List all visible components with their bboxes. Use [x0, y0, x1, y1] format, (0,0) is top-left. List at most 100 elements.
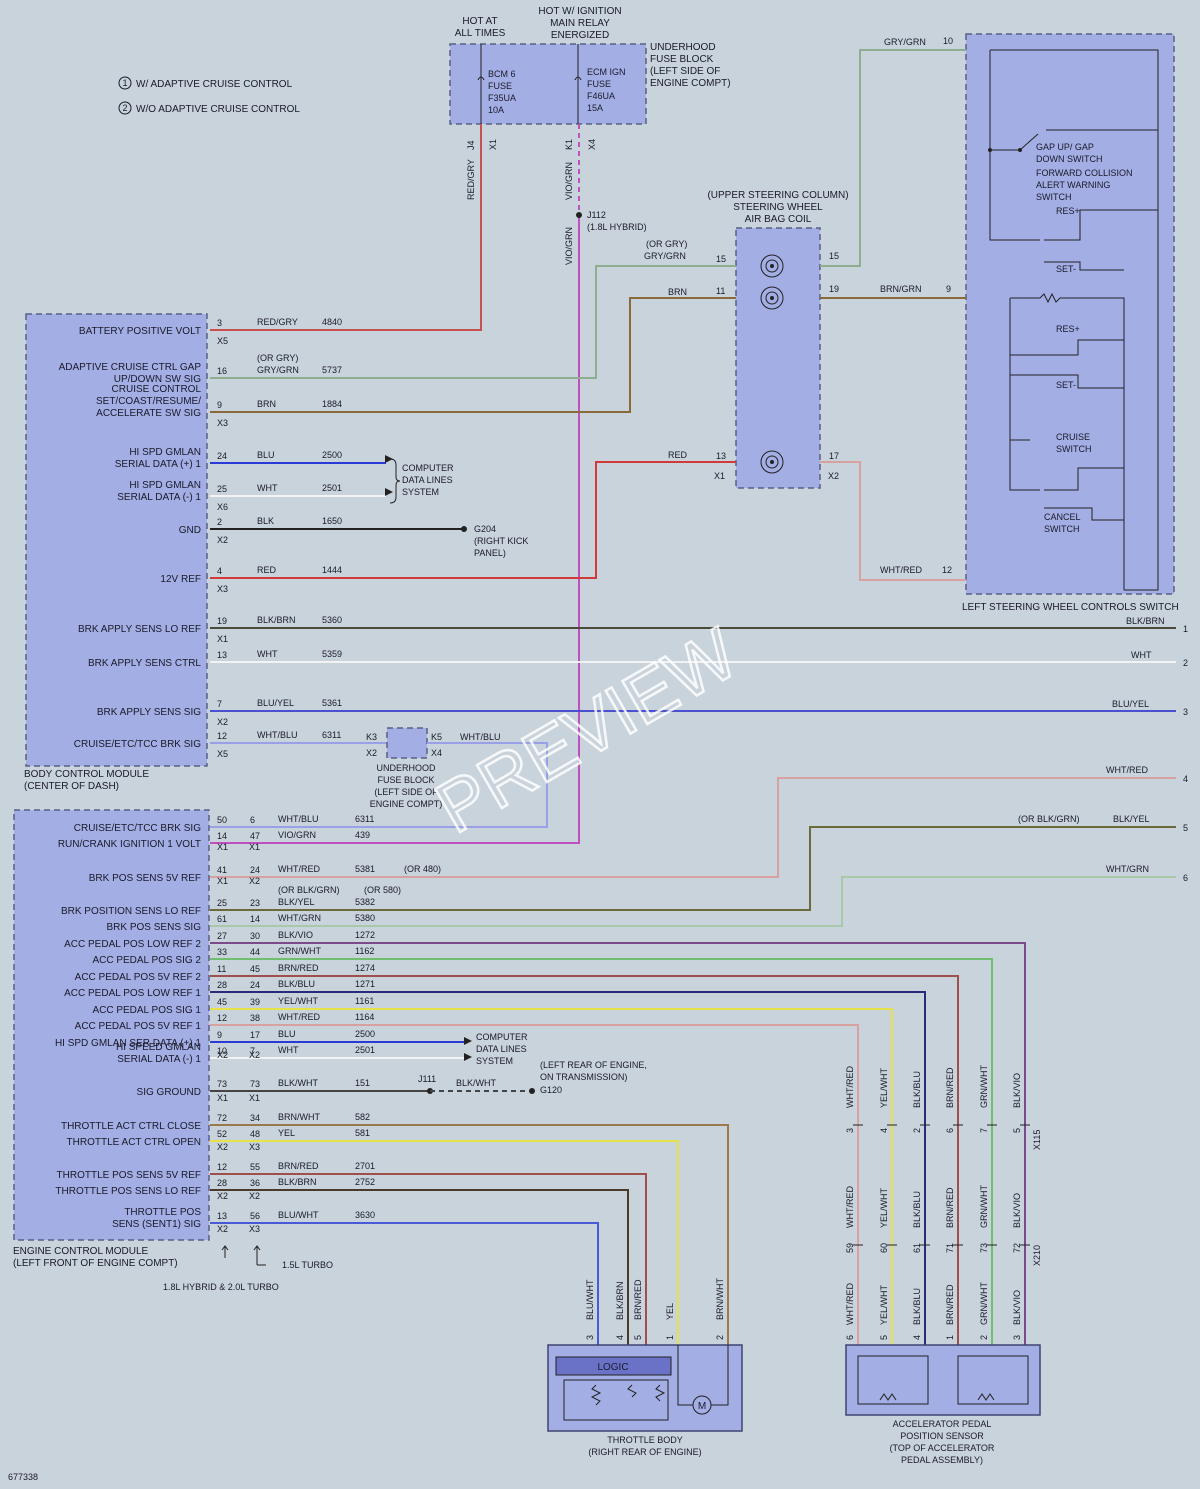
- hot-at-label-1: HOT AT: [462, 16, 497, 27]
- pin-label: X1: [488, 139, 498, 150]
- circuit-label: 2500: [322, 450, 342, 460]
- ecm-signal-name: ACC PEDAL POS LOW REF 1: [64, 988, 201, 999]
- conn-label: X1: [217, 842, 228, 852]
- pin-label: 6: [945, 1128, 955, 1133]
- switch-label: CRUISE: [1056, 432, 1090, 442]
- conn-label: X3: [217, 418, 228, 428]
- conn-label: X1: [249, 842, 260, 852]
- wire-color-label: WHT/RED: [845, 1066, 855, 1108]
- motor-label: M: [698, 1401, 706, 1412]
- pin-label: 14: [250, 914, 260, 924]
- data-lines-label: SYSTEM: [476, 1056, 513, 1066]
- ground-label: G120: [540, 1085, 562, 1095]
- wire-label: BRN: [668, 287, 687, 297]
- pin-label: 9: [946, 284, 951, 294]
- conn-label: X2: [249, 876, 260, 886]
- circuit-label: 1271: [355, 979, 375, 989]
- wire-color-label: BRN/RED: [945, 1187, 955, 1228]
- ground-icon: [461, 526, 467, 532]
- wire-color-label: WHT/RED: [278, 1012, 320, 1022]
- pin-label: 24: [217, 451, 227, 461]
- pin-label: 6: [845, 1335, 855, 1340]
- pin-label: 10: [217, 1046, 227, 1056]
- pin-label: 9: [217, 1030, 222, 1040]
- conn-label: X115: [1032, 1130, 1042, 1150]
- splice-label: J112: [587, 210, 606, 220]
- note-1: W/ ADAPTIVE CRUISE CONTROL: [136, 79, 293, 90]
- connector-mark: [887, 1124, 897, 1246]
- circuit-alt-label: (OR 480): [404, 864, 441, 874]
- fuse-block-label: FUSE BLOCK: [650, 54, 714, 65]
- wire-color-label: BLU: [278, 1029, 296, 1039]
- pin-label: 16: [217, 366, 227, 376]
- wire-color-label: GRN/WHT: [278, 946, 321, 956]
- ecm-signal-name: THROTTLE ACT CTRL CLOSE: [61, 1121, 201, 1132]
- pedal-label: (TOP OF ACCELERATOR: [890, 1443, 995, 1453]
- ecm-label: (LEFT FRONT OF ENGINE COMPT): [13, 1258, 178, 1269]
- bcm-label: BODY CONTROL MODULE: [24, 769, 149, 780]
- ecm-label: ENGINE CONTROL MODULE: [13, 1246, 149, 1257]
- fuse-block-label: (LEFT SIDE OF: [650, 66, 720, 77]
- circuit-label: 4840: [322, 317, 342, 327]
- pin-label: 24: [250, 865, 260, 875]
- bcm-signal-name: UP/DOWN SW SIG: [114, 374, 201, 385]
- pedal-connectors: X115 X210 WHT/RED3WHT/RED59WHT/RED6YEL/W…: [845, 1065, 1042, 1340]
- figure-id: 677338: [8, 1472, 38, 1482]
- dest-num: 4: [1183, 774, 1188, 784]
- wire-label: BLU/YEL: [1112, 699, 1149, 709]
- logic-label: LOGIC: [597, 1362, 628, 1373]
- fuse-label: ENGINE COMPT): [370, 799, 443, 809]
- ecm-signal-name: CRUISE/ETC/TCC BRK SIG: [74, 823, 201, 834]
- bcm-destinations: COMPUTER DATA LINES SYSTEM G204 (RIGHT K…: [385, 455, 528, 558]
- circuit-label: 1164: [355, 1012, 374, 1022]
- air-bag-coil: (UPPER STEERING COLUMN) STEERING WHEEL A…: [707, 190, 849, 489]
- wire-color-label: GRN/WHT: [979, 1065, 989, 1108]
- throttle-body-label: (RIGHT REAR OF ENGINE): [588, 1447, 701, 1457]
- wire-label: BRN/GRN: [880, 284, 922, 294]
- wire-label: BLK/BRN: [1126, 616, 1165, 626]
- legend-notes: 1 W/ ADAPTIVE CRUISE CONTROL 2 W/O ADAPT…: [118, 76, 300, 115]
- wire-label: (OR BLK/GRN): [1018, 814, 1080, 824]
- conn-label: X2: [249, 1191, 260, 1201]
- circuit-label: 6311: [322, 730, 341, 740]
- wire-color-label: BRN/RED: [945, 1284, 955, 1325]
- ground-label: (LEFT REAR OF ENGINE,: [540, 1060, 647, 1070]
- hot-ign-label-3: ENERGIZED: [551, 30, 609, 41]
- wire-label: WHT/RED: [1106, 765, 1148, 775]
- bcm-signal-name: BRK APPLY SENS CTRL: [88, 658, 201, 669]
- circuit-label: 2500: [355, 1029, 375, 1039]
- bcm-signal-name: ACCELERATE SW SIG: [96, 408, 201, 419]
- wire-color-label: BLK: [257, 516, 274, 526]
- wire-color-label: BLK/YEL: [278, 897, 315, 907]
- wire-color-label: YEL/WHT: [879, 1284, 889, 1325]
- ecm-output-wires: [210, 942, 1026, 1345]
- wire-color-label: BRN/RED: [278, 1161, 319, 1171]
- circuit-label: 581: [355, 1128, 370, 1138]
- wire-color-label: WHT/RED: [845, 1283, 855, 1325]
- engine-note: 1.5L TURBO: [282, 1260, 333, 1270]
- pin-label: 50: [217, 815, 227, 825]
- ecm-signal-name: HI SPD GMLAN SER DATA (+) 1: [55, 1038, 201, 1049]
- pin-label: 4: [615, 1335, 625, 1340]
- circuit-label: 5359: [322, 649, 342, 659]
- wire-color-label: BRN: [257, 399, 276, 409]
- pin-label: 11: [217, 964, 226, 974]
- svg-text:1: 1: [122, 78, 127, 88]
- bcm-signal-name: HI SPD GMLAN: [129, 447, 201, 458]
- data-lines-label: DATA LINES: [476, 1044, 527, 1054]
- wire-color-label: YEL/WHT: [879, 1067, 889, 1108]
- wire-color-label: BLK/BRN: [257, 615, 296, 625]
- switch-label: RES+: [1056, 206, 1080, 216]
- pin-label: 19: [217, 616, 227, 626]
- pin-label: 41: [217, 865, 227, 875]
- wire-color-label: GRN/WHT: [979, 1185, 989, 1228]
- ground-label: ON TRANSMISSION): [540, 1072, 627, 1082]
- wire-color-label: GRN/WHT: [979, 1282, 989, 1325]
- coil-label: (UPPER STEERING COLUMN): [707, 190, 848, 201]
- throttle-body: LOGIC M THROTTLE BODY (RIGHT REAR OF ENG…: [547, 1344, 743, 1457]
- svg-text:2: 2: [122, 103, 127, 113]
- ecm-signal-name: HI SPEED GMLAN: [116, 1042, 201, 1053]
- conn-label: X2: [828, 471, 839, 481]
